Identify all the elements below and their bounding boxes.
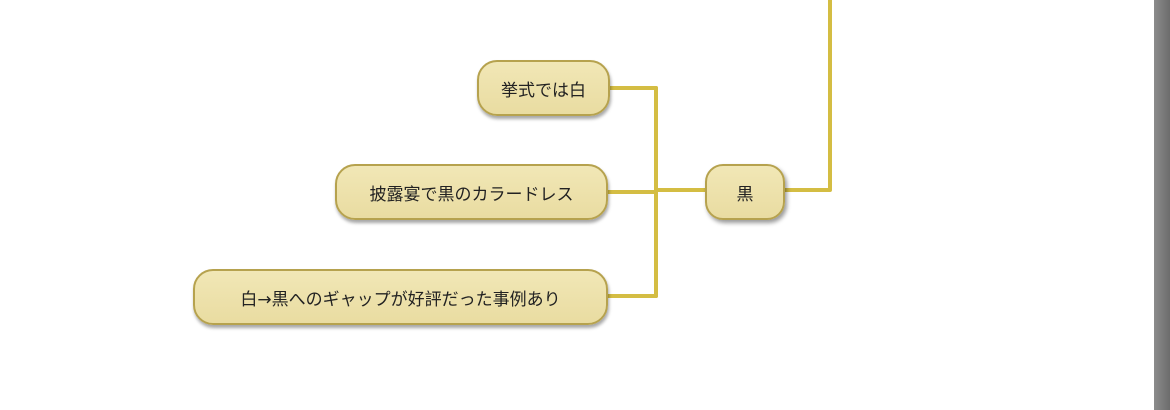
node-child-3[interactable]: 白→黒へのギャップが好評だった事例あり	[193, 269, 608, 325]
node-label: 黒	[736, 184, 754, 205]
node-child-1[interactable]: 挙式では白	[477, 60, 610, 116]
node-child-2[interactable]: 披露宴で黒のカラードレス	[335, 164, 608, 220]
parent-connector	[783, 0, 832, 192]
vertical-scrollbar[interactable]	[1154, 0, 1170, 410]
node-label: 挙式では白	[501, 80, 586, 101]
node-label: 披露宴で黒のカラードレス	[369, 184, 574, 205]
node-label: 白→黒へのギャップが好評だった事例あり	[240, 289, 561, 310]
node-central[interactable]: 黒	[705, 164, 785, 220]
